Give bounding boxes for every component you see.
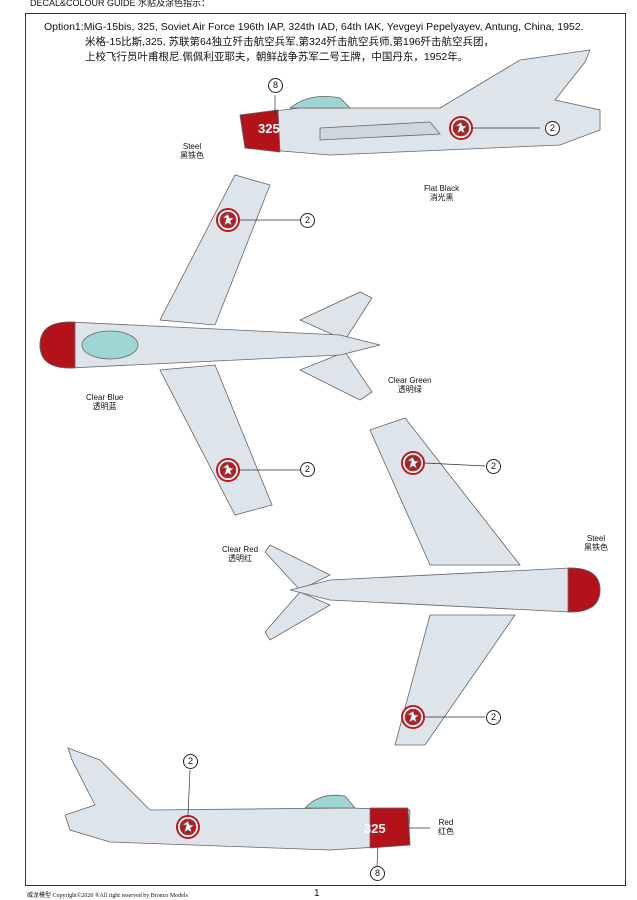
page-number: 1 xyxy=(314,888,320,899)
top-view-right xyxy=(264,417,601,746)
decal-2-callout: 2 xyxy=(300,462,315,477)
tail-number-top: 325 xyxy=(258,121,280,136)
decal-2-callout: 2 xyxy=(486,459,501,474)
option-title-cn-2: 上校飞行员叶甫根尼.佩佩利亚耶夫，朝鲜战争苏军二号王牌，中国丹东，1952年。 xyxy=(85,51,469,63)
decal-2-callout: 2 xyxy=(183,754,198,769)
tail-number-bottom: 325 xyxy=(364,821,386,836)
guide-header: DECAL&COLOUR GUIDE 水贴及涂色指示： xyxy=(30,0,211,8)
option-title-cn-1: 米格-15比斯,325, 苏联第64独立歼击航空兵军,第324歼击航空兵师,第1… xyxy=(85,36,494,48)
decal-2-callout: 2 xyxy=(300,213,315,228)
top-view-left xyxy=(39,174,381,516)
decal-2-callout: 2 xyxy=(545,121,560,136)
decal-2-callout: 2 xyxy=(486,710,501,725)
copyright-footer: 威龙模型 Copyright©2020 ®All right reserved … xyxy=(27,893,188,899)
decal-8-callout-bottom: 8 xyxy=(370,866,385,881)
decal-8-callout-top: 8 xyxy=(268,78,283,93)
side-view-top xyxy=(239,49,601,156)
side-view-bottom xyxy=(64,747,411,851)
page-frame xyxy=(25,13,626,886)
option-title-en: Option1:MiG-15bis, 325, Soviet Air Force… xyxy=(44,21,584,33)
